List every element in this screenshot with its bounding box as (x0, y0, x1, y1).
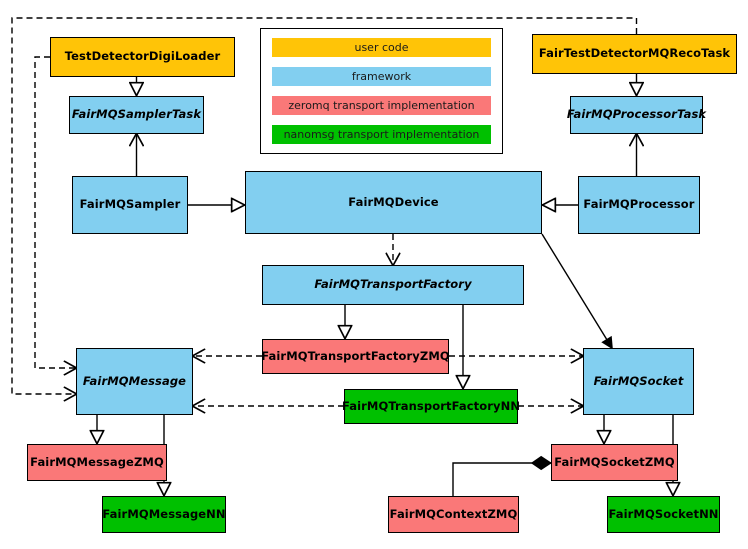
legend-label-user-code: user code (354, 41, 409, 54)
class-node-fairmqsocketnn[interactable]: FairMQSocketNN (607, 496, 720, 533)
class-label: FairMQTransportFactory (314, 277, 472, 292)
class-label: FairMQSocket (593, 373, 684, 388)
class-node-fairmqdevice[interactable]: FairMQDevice (245, 171, 542, 234)
class-label: FairTestDetectorMQRecoTask (538, 46, 731, 61)
class-node-fairmqtransportfactory[interactable]: FairMQTransportFactory (262, 265, 524, 305)
legend-item-nanomsg: nanomsg transport implementation (272, 125, 491, 144)
class-label: FairMQSamplerTask (71, 107, 202, 122)
edge-contextzmq-to-socketzmq (452, 463, 551, 496)
class-node-fairmqsamplertask[interactable]: FairMQSamplerTask (69, 96, 204, 134)
legend-item-framework: framework (272, 67, 491, 86)
class-node-fairmqsocket[interactable]: FairMQSocket (583, 348, 694, 415)
class-node-fairmqprocessor[interactable]: FairMQProcessor (578, 176, 700, 234)
legend: user code framework zeromq transport imp… (260, 28, 503, 154)
class-node-fairmqcontextzmq[interactable]: FairMQContextZMQ (388, 496, 519, 533)
class-label: FairMQProcessor (583, 197, 695, 212)
legend-label-nanomsg: nanomsg transport implementation (283, 128, 480, 141)
class-node-fairmqmessagezmq[interactable]: FairMQMessageZMQ (27, 444, 167, 481)
edge-device-to-socket (541, 233, 612, 348)
class-node-fairtestdetectormqrecotask[interactable]: FairTestDetectorMQRecoTask (532, 34, 737, 74)
class-node-fairmqsampler[interactable]: FairMQSampler (72, 176, 188, 234)
class-label: FairMQDevice (348, 194, 439, 209)
class-node-fairmqsocketzmq[interactable]: FairMQSocketZMQ (551, 444, 678, 481)
legend-item-user-code: user code (272, 38, 491, 57)
class-node-fairmqprocessortask[interactable]: FairMQProcessorTask (566, 96, 707, 134)
class-label: FairMQSocketZMQ (554, 454, 675, 469)
class-label: FairMQProcessorTask (566, 107, 707, 122)
class-label: FairMQTransportFactoryNN (341, 398, 521, 413)
class-node-fairmqtransportfactorynn[interactable]: FairMQTransportFactoryNN (341, 389, 521, 424)
legend-item-zeromq: zeromq transport implementation (272, 96, 491, 115)
class-node-fairmqtransportfactoryzmq[interactable]: FairMQTransportFactoryZMQ (261, 339, 450, 374)
class-label: FairMQMessageNN (102, 506, 226, 521)
class-label: FairMQContextZMQ (389, 506, 518, 521)
legend-label-zeromq: zeromq transport implementation (288, 99, 475, 112)
class-node-testdetectordigiloader[interactable]: TestDetectorDigiLoader (50, 37, 235, 77)
class-label: TestDetectorDigiLoader (64, 49, 221, 64)
legend-label-framework: framework (351, 70, 412, 83)
class-node-fairmqmessagenn[interactable]: FairMQMessageNN (102, 496, 226, 533)
class-label: FairMQSampler (79, 197, 181, 212)
class-label: FairMQMessage (82, 373, 187, 388)
class-label: FairMQTransportFactoryZMQ (261, 348, 450, 363)
class-node-fairmqmessage[interactable]: FairMQMessage (76, 348, 193, 415)
class-label: FairMQSocketNN (608, 506, 719, 521)
class-label: FairMQMessageZMQ (30, 454, 164, 469)
